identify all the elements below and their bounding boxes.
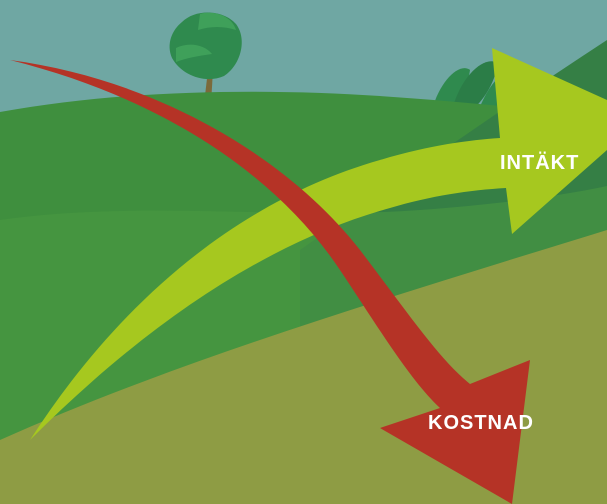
revenue-arrow <box>30 48 607 440</box>
revenue-label: INTÄKT <box>500 152 580 174</box>
cost-label: KOSTNAD <box>428 412 534 434</box>
cost-arrow <box>10 60 530 504</box>
tree-icon <box>169 12 242 104</box>
